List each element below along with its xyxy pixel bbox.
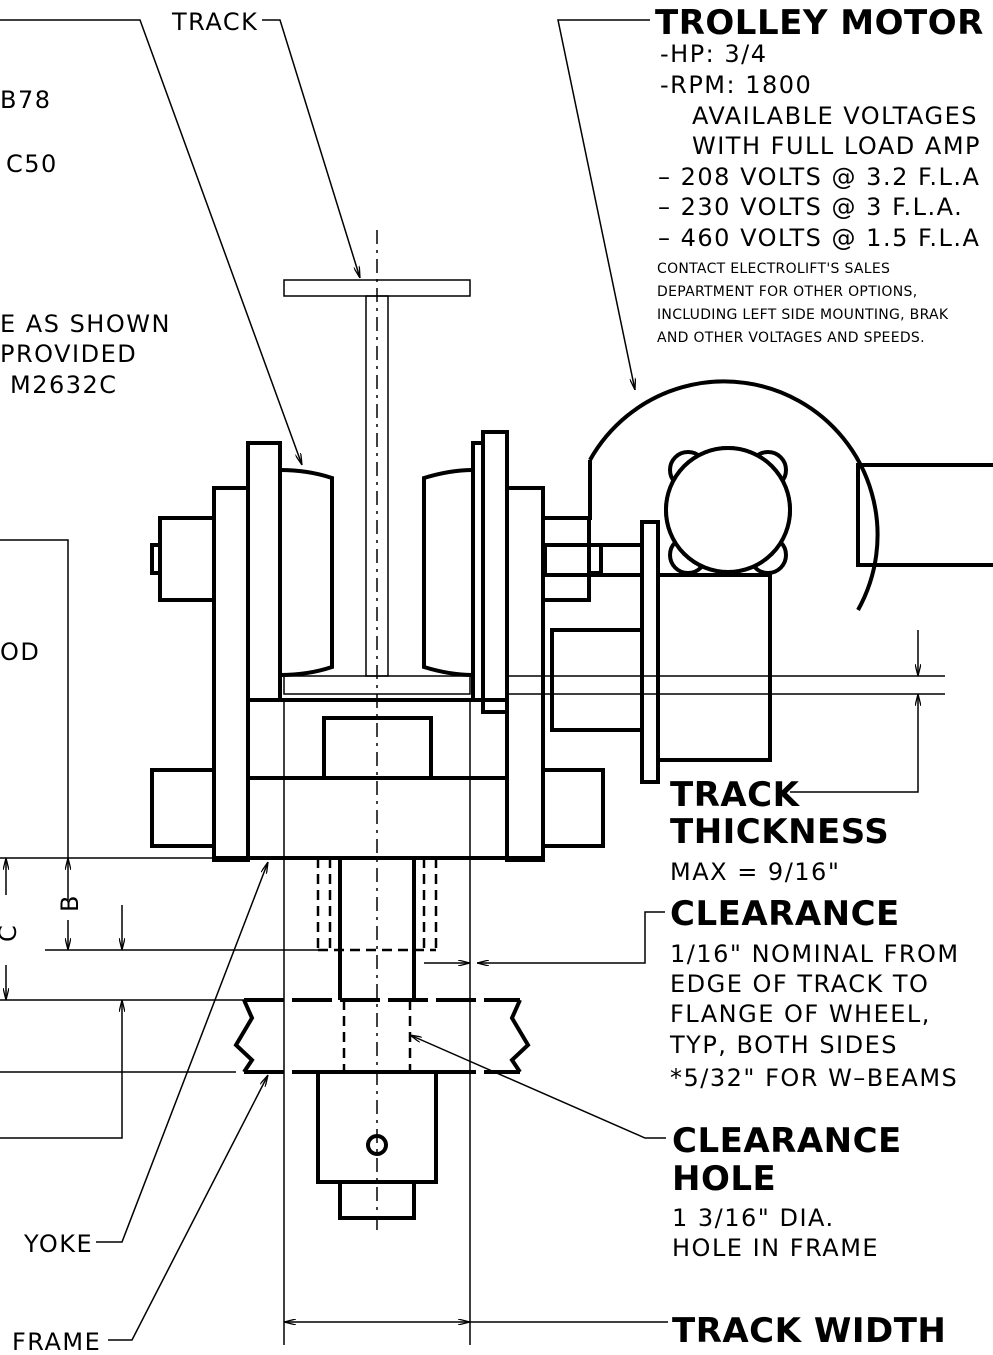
trolley-motor-body	[543, 379, 993, 784]
clearance-hole-diameter: 1 3/16" DIA.	[672, 1204, 835, 1232]
trolley-motor-text: TROLLEY MOTOR -HP: 3/4 -RPM: 1800 AVAILA…	[655, 3, 984, 346]
right-wheel	[422, 430, 603, 862]
motor-note-1: CONTACT ELECTROLIFT'S SALES	[657, 261, 890, 277]
fragment-b78: B78	[0, 86, 52, 114]
clearance-line-1: 1/16" NOMINAL FROM	[670, 940, 960, 968]
leader-lines	[0, 19, 650, 1341]
motor-note-2: DEPARTMENT FOR OTHER OPTIONS,	[657, 284, 917, 300]
height-dimensions	[0, 539, 318, 1139]
fragment-provided: PROVIDED	[0, 340, 137, 368]
clearance-hole-title-2: HOLE	[672, 1159, 776, 1199]
track-thickness-text: TRACK THICKNESS MAX = 9/16"	[670, 775, 889, 886]
track-thickness-title-1: TRACK	[670, 775, 801, 815]
clearance-hole-title-1: CLEARANCE	[672, 1121, 902, 1161]
track-width-text: TRACK WIDTH	[672, 1311, 946, 1351]
fragment-as-shown: E AS SHOWN	[0, 310, 171, 338]
clearance-line-3: FLANGE OF WHEEL,	[670, 1000, 931, 1028]
available-voltages: AVAILABLE VOLTAGES	[692, 102, 978, 130]
clearance-title: CLEARANCE	[670, 894, 900, 934]
track-thickness-max: MAX = 9/16"	[670, 858, 840, 886]
left-wheel	[150, 441, 334, 862]
dimension-b-label: B	[56, 894, 84, 912]
voltage-460: – 460 VOLTS @ 1.5 F.L.A	[658, 224, 980, 252]
trolley-motor-title: TROLLEY MOTOR	[655, 3, 984, 43]
motor-note-3: INCLUDING LEFT SIDE MOUNTING, BRAK	[657, 307, 949, 323]
track-thickness-title-2: THICKNESS	[670, 812, 889, 852]
track-beam	[283, 230, 471, 1230]
fragment-m2632c: M2632C	[10, 371, 118, 399]
clearance-hole-leader	[410, 1034, 666, 1139]
motor-rpm: -RPM: 1800	[660, 71, 812, 99]
yoke-body	[150, 698, 605, 860]
track-label: TRACK	[171, 8, 258, 36]
track-thickness-dimension	[507, 630, 945, 793]
label-text: TRACK B78 C50 E AS SHOWN PROVIDED M2632C…	[0, 8, 258, 1355]
yoke-label: YOKE	[23, 1230, 93, 1258]
motor-hp: -HP: 3/4	[660, 40, 768, 68]
clearance-hole-note: HOLE IN FRAME	[672, 1234, 879, 1262]
fragment-c50: C50	[6, 150, 58, 178]
clearance-hole-text: CLEARANCE HOLE 1 3/16" DIA. HOLE IN FRAM…	[672, 1121, 902, 1262]
dimension-c-label: C	[0, 924, 22, 942]
hanger-bolt	[316, 858, 438, 1070]
clearance-line-2: EDGE OF TRACK TO	[670, 970, 929, 998]
hook-nut	[316, 1070, 438, 1220]
clearance-line-4: TYP, BOTH SIDES	[669, 1031, 898, 1059]
clearance-line-5: *5/32" FOR W–BEAMS	[670, 1064, 958, 1092]
fragment-od: OD	[0, 638, 40, 666]
voltage-230: – 230 VOLTS @ 3 F.L.A.	[658, 193, 963, 221]
voltage-208: – 208 VOLTS @ 3.2 F.L.A	[658, 163, 980, 191]
clearance-dimension	[424, 911, 665, 963]
track-width-title: TRACK WIDTH	[672, 1311, 946, 1351]
track-width-dimension	[283, 700, 668, 1345]
frame-label: FRAME	[12, 1328, 101, 1355]
full-load-amps: WITH FULL LOAD AMP	[692, 132, 981, 160]
motor-note-4: AND OTHER VOLTAGES AND SPEEDS.	[657, 330, 925, 346]
frame-section	[233, 998, 531, 1074]
clearance-text: CLEARANCE 1/16" NOMINAL FROM EDGE OF TRA…	[669, 894, 960, 1092]
